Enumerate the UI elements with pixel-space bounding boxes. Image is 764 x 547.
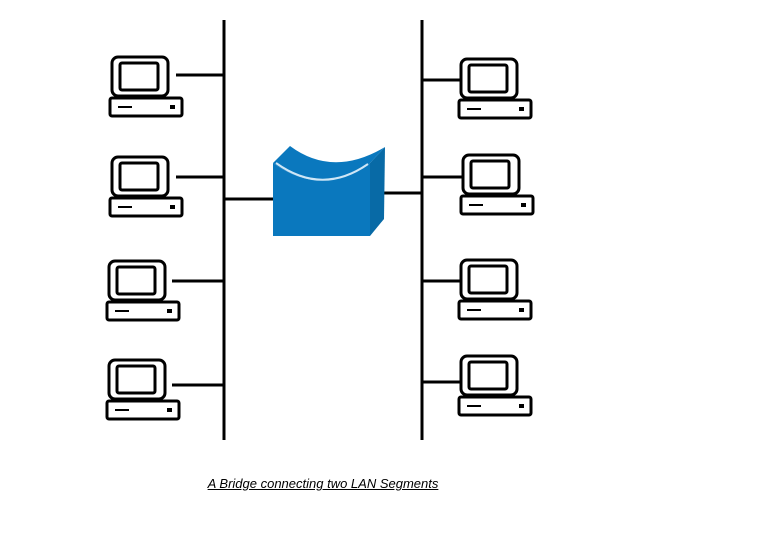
computer-icon — [459, 153, 535, 216]
bridge-side — [370, 147, 385, 236]
bridge-top — [273, 146, 385, 181]
computer-icon — [457, 57, 533, 120]
bridge-highlight — [275, 162, 369, 181]
bridge-icon — [273, 146, 385, 236]
computer-icon — [105, 358, 181, 421]
computer-icon — [457, 258, 533, 321]
computer-icon — [457, 354, 533, 417]
bridge-front — [273, 163, 370, 236]
computer-icon — [105, 259, 181, 322]
diagram-caption: A Bridge connecting two LAN Segments — [207, 476, 439, 491]
computer-icon — [108, 155, 184, 218]
computer-icon — [108, 55, 184, 118]
